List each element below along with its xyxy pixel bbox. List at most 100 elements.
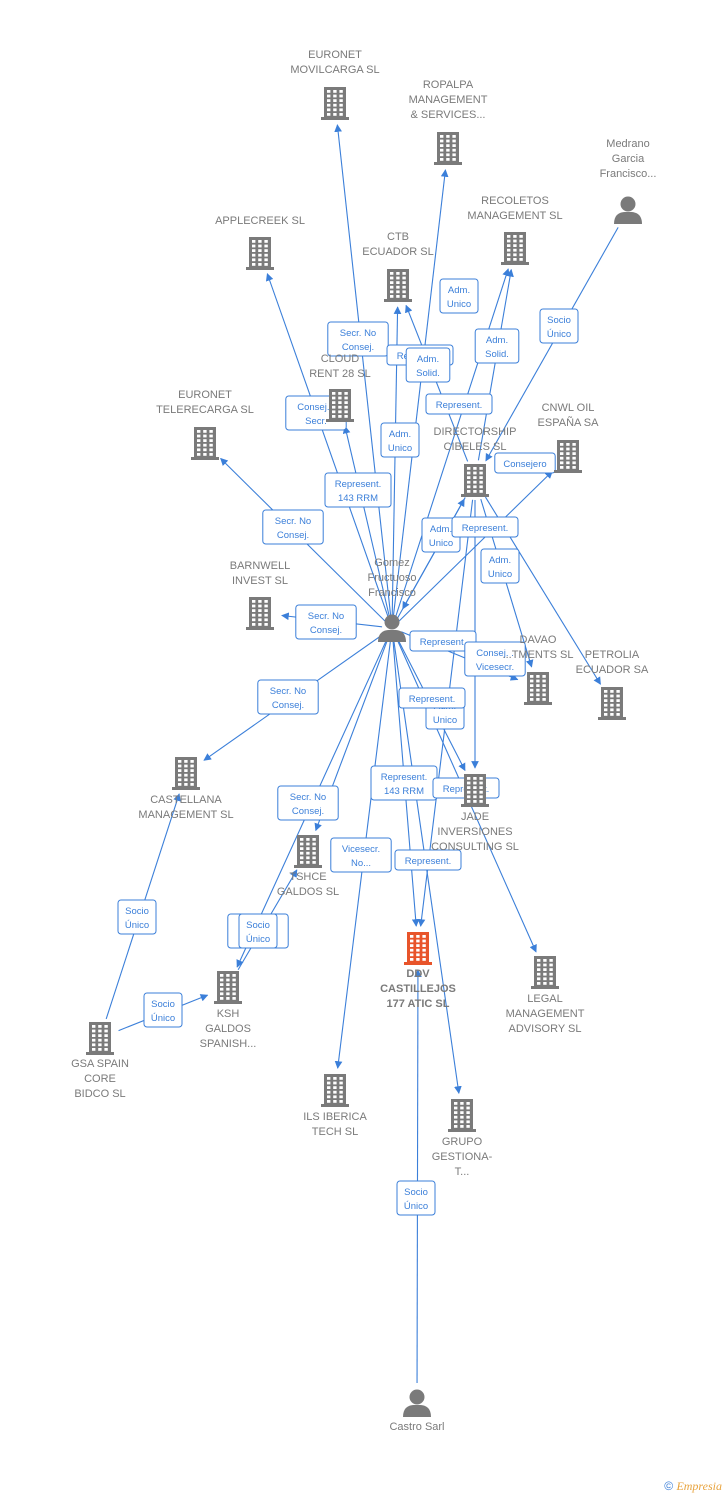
node-label[interactable]: GALDOS SL	[277, 886, 339, 898]
node-label[interactable]: ECUADOR SL	[362, 246, 434, 258]
building-icon[interactable]	[384, 269, 412, 302]
edge-label-box[interactable]	[439, 278, 479, 314]
edge-label-box[interactable]	[143, 992, 183, 1028]
building-icon[interactable]	[524, 672, 552, 705]
building-icon[interactable]	[172, 757, 200, 790]
brand-logo-text[interactable]: Empresia	[676, 1479, 722, 1493]
building-icon[interactable]	[531, 956, 559, 989]
building-icon[interactable]	[321, 87, 349, 120]
node-label[interactable]: APPLECREEK SL	[215, 215, 305, 227]
node-label[interactable]: Gomez	[374, 557, 409, 569]
edge-label-box[interactable]	[396, 1180, 436, 1216]
node-label[interactable]: DAVAO	[520, 634, 557, 646]
node-label[interactable]: CLOUD	[321, 353, 360, 365]
node-label[interactable]: CASTILLEJOS	[380, 983, 456, 995]
edge-label-gomez-to-ddv[interactable]: Represent.143 RRM	[370, 765, 438, 801]
edge-label-box[interactable]	[480, 548, 520, 584]
edge-label-box[interactable]	[238, 913, 278, 949]
node-label[interactable]: GRUPO	[442, 1136, 483, 1148]
node-castro[interactable]: Castro Sarl	[389, 1389, 445, 1434]
edge-label-gomez-to-applecreek[interactable]: Represent.143 RRM	[324, 472, 392, 508]
building-icon[interactable]	[214, 971, 242, 1004]
node-label[interactable]: ESPAÑA SA	[538, 416, 600, 429]
building-icon[interactable]	[321, 1074, 349, 1107]
building-icon[interactable]	[461, 774, 489, 807]
node-label[interactable]: CIBELES SL	[444, 441, 507, 453]
building-icon[interactable]	[434, 132, 462, 165]
edge-label-box[interactable]	[474, 328, 520, 364]
node-medrano[interactable]: MedranoGarciaFrancisco...	[600, 138, 657, 224]
edge-label-box[interactable]	[327, 321, 389, 357]
node-label[interactable]: PETROLIA	[585, 649, 640, 661]
node-label[interactable]: & SERVICES...	[411, 109, 486, 121]
node-label[interactable]: TELERECARGA SL	[156, 404, 254, 416]
node-label[interactable]: MANAGEMENT	[409, 94, 488, 106]
building-icon[interactable]	[501, 232, 529, 265]
node-label[interactable]: DIRECTORSHIP	[434, 426, 517, 438]
building-icon[interactable]	[294, 835, 322, 868]
node-label[interactable]: EURONET	[178, 389, 232, 401]
node-label[interactable]: MANAGEMENT SL	[467, 210, 562, 222]
edge-label-gomez-to-directorship[interactable]: Adm.Unico	[380, 422, 420, 458]
edge-label-directorship-to-davao[interactable]: Adm.Unico	[480, 548, 520, 584]
edge-label-box[interactable]	[405, 347, 451, 383]
node-label[interactable]: ECUADOR SA	[576, 664, 649, 676]
node-label[interactable]: TSHCE	[289, 871, 326, 883]
node-euronet_tele[interactable]: EURONET TELERECARGA SL	[156, 389, 254, 460]
node-grupo[interactable]: GRUPOGESTIONA-T...	[432, 1099, 493, 1178]
building-icon[interactable]	[86, 1022, 114, 1055]
node-label[interactable]: Castro Sarl	[389, 1421, 444, 1433]
building-icon[interactable]	[246, 597, 274, 630]
edge-label-gomez-to-davao[interactable]: Represent.	[409, 630, 477, 652]
node-label[interactable]: ROPALPA	[423, 79, 474, 91]
node-petrolia[interactable]: PETROLIA ECUADOR SA	[576, 649, 649, 720]
edge-label-box[interactable]	[117, 899, 157, 935]
node-label[interactable]: TECH SL	[312, 1126, 358, 1138]
edge-label-gomez-to-recoletos[interactable]: Adm.Solid.	[474, 328, 520, 364]
node-ropalpa[interactable]: ROPALPA MANAGEMENT & SERVICES...	[409, 79, 488, 165]
node-tshce[interactable]: TSHCE GALDOS SL	[277, 835, 339, 898]
edge-label-box[interactable]	[464, 641, 526, 677]
node-label[interactable]: CORE	[84, 1073, 116, 1085]
edge-label-box[interactable]	[295, 604, 357, 640]
node-label[interactable]: Francisco	[368, 587, 416, 599]
node-label[interactable]: LEGAL	[527, 993, 562, 1005]
node-label[interactable]: BIDCO SL	[74, 1088, 125, 1100]
node-label[interactable]: CASTELLANA	[150, 794, 222, 806]
edge-label-box[interactable]	[330, 837, 392, 873]
node-label[interactable]: Medrano	[606, 138, 649, 150]
person-icon[interactable]	[403, 1389, 431, 1418]
edge-label-box[interactable]	[409, 630, 477, 652]
node-ksh[interactable]: KSHGALDOSSPANISH...	[200, 971, 257, 1050]
edge-label-box[interactable]	[262, 509, 324, 545]
node-label[interactable]: MANAGEMENT SL	[138, 809, 233, 821]
edge-label-box[interactable]	[257, 679, 319, 715]
building-icon[interactable]	[404, 932, 432, 965]
node-label[interactable]: CONSULTING SL	[431, 841, 519, 853]
edge-label-directorship-to-ctb[interactable]: Adm.Solid.	[405, 347, 451, 383]
edge-label-gomez-to-grupo[interactable]: Represent.	[394, 849, 462, 871]
building-icon[interactable]	[191, 427, 219, 460]
edge-label-directorship-to-petrolia[interactable]: Consej. .Vicesecr.	[464, 641, 526, 677]
edge-label-box[interactable]	[380, 422, 420, 458]
node-davao[interactable]: DAVAO...TMENTS SL	[503, 634, 574, 705]
edge-label-gomez-to-legal[interactable]: Represent.	[398, 687, 466, 709]
node-label[interactable]: EURONET	[308, 49, 362, 61]
edge-label-box[interactable]	[494, 452, 556, 474]
node-label[interactable]: INVERSIONES	[437, 826, 512, 838]
